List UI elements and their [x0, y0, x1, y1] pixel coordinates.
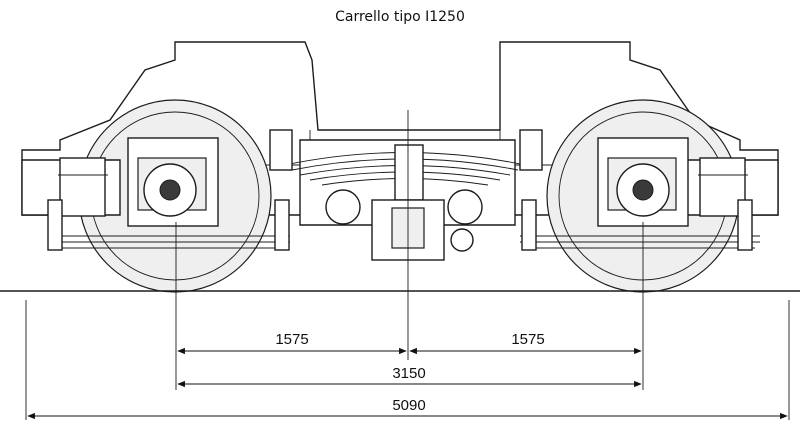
dim-label-right-half: 1575 — [511, 331, 544, 348]
dim-label-wheelbase: 3150 — [392, 365, 425, 382]
right-axle-box — [597, 137, 689, 227]
dim-label-overall: 5090 — [392, 397, 425, 414]
left-axle-box — [127, 137, 219, 227]
primary-springs — [47, 199, 760, 251]
dim-label-left-half: 1575 — [275, 331, 308, 348]
left-damper — [58, 157, 108, 217]
diagram-title: Carrello tipo I1250 — [335, 9, 465, 25]
bolster — [325, 144, 483, 261]
extension-lines — [25, 110, 790, 420]
